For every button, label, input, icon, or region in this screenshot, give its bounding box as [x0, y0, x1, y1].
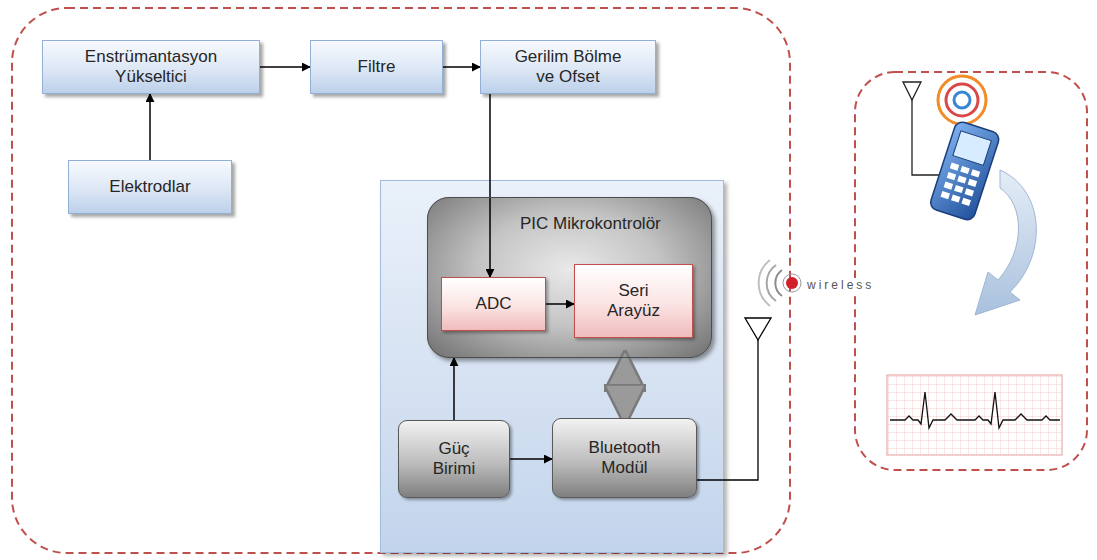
bluetooth-box: Bluetooth Modül [552, 418, 697, 498]
ecg-graph [887, 375, 1062, 455]
box-label: Filtre [358, 57, 396, 77]
antenna-symbol [745, 318, 771, 340]
box-label: Güç Birimi [419, 439, 489, 480]
signal-arrow [489, 94, 491, 277]
phone-region [855, 72, 1087, 470]
signal-arrow [443, 66, 480, 68]
adc-box: ADC [441, 277, 546, 331]
box-label: PIC Mikrokontrolör [520, 214, 661, 234]
box-label: Enstrümantasyon Yükseltici [64, 47, 239, 88]
box-label: ADC [476, 294, 512, 314]
wireless-icon [759, 260, 801, 306]
electrode-box: Elektrodlar [68, 160, 232, 214]
signal-arrow [453, 358, 455, 420]
divider-box: Gerilim Bölme ve Ofset [480, 40, 656, 94]
box-label: Bluetooth Modül [577, 438, 672, 479]
signal-arrow [149, 94, 151, 160]
wireless-label: wireless [805, 278, 876, 292]
signal-arrow [260, 66, 310, 68]
phone-antenna [903, 82, 940, 175]
microcontroller-box: PIC MikrokontrolörADC Seri Arayüz [427, 197, 712, 358]
amplifier-box: Enstrümantasyon Yükseltici [42, 40, 260, 94]
filter-box: Filtre [310, 40, 443, 94]
mobile-phone [929, 76, 1001, 222]
bus-arrow [622, 358, 629, 418]
power-box: Güç Birimi [398, 420, 510, 498]
flow-arrow [975, 170, 1036, 315]
box-label: Seri Arayüz [595, 281, 673, 322]
serial-box: Seri Arayüz [574, 264, 693, 338]
signal-arrow [510, 458, 552, 460]
box-label: Elektrodlar [109, 177, 190, 197]
signal-arrow [546, 303, 574, 305]
device-region [12, 8, 790, 553]
antenna-wire [697, 340, 758, 480]
box-label: Gerilim Bölme ve Ofset [506, 47, 631, 88]
